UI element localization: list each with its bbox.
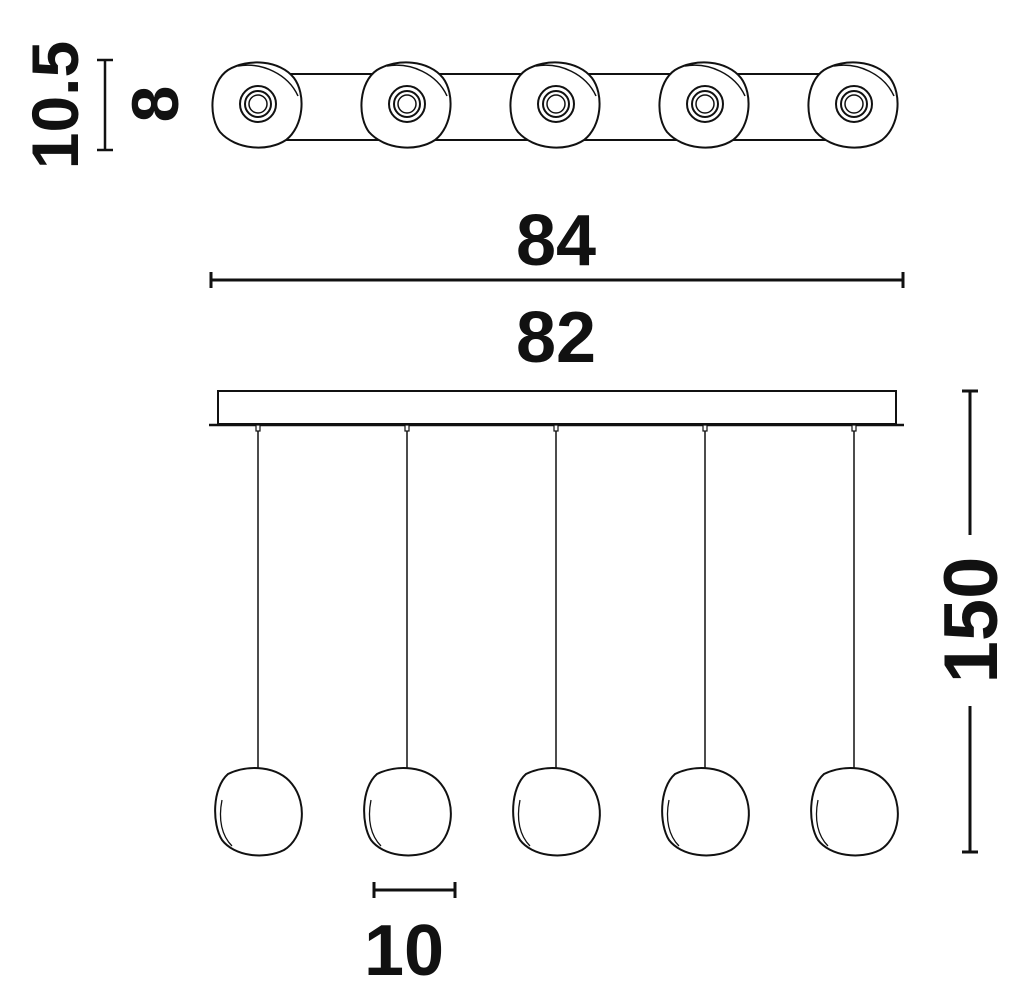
shade-diameter-dimension: 10 [364,882,457,991]
top-view-heads [211,61,899,149]
canopy [217,390,897,425]
top-view-height-dimension: 10.5 8 [18,41,192,169]
dimension-label-top-outer: 10.5 [18,41,92,169]
top-view-head [509,61,601,149]
pendant [810,424,899,857]
dimension-label-canopy-length: 82 [516,298,596,378]
pendants [214,424,899,857]
front-view [209,390,904,857]
top-view-head [807,61,899,149]
overall-length-dimension: 84 82 [209,201,905,378]
dimension-label-overall-length: 84 [516,201,596,281]
dimension-label-total-height: 150 [929,557,1014,684]
dimension-label-shade-diameter: 10 [364,911,444,991]
top-view-head [360,61,452,149]
pendant [661,424,750,857]
top-view [211,61,899,149]
dimension-label-top-inner: 8 [118,86,192,123]
total-height-dimension: 150 [929,389,1014,854]
pendant [512,424,601,857]
top-view-head [211,61,303,149]
pendant [214,424,303,857]
top-view-head [658,61,750,149]
pendant [363,424,452,857]
